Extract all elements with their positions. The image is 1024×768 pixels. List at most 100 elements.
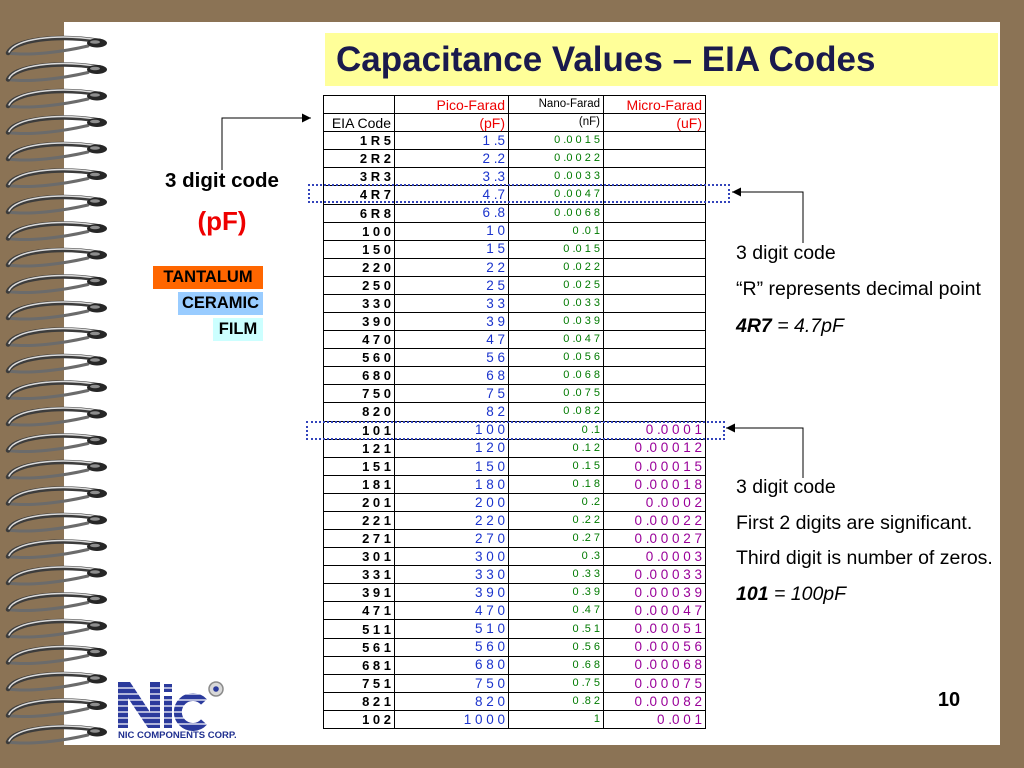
- spiral-binding: [5, 35, 107, 745]
- cell-micro-farad: [604, 186, 706, 205]
- cell-nano-farad: 0 .2 2: [509, 511, 604, 531]
- cell-micro-farad: 0 .0 0 0 1 2: [604, 439, 706, 458]
- example-code: 101: [736, 583, 769, 605]
- cell-pico-farad: 3 9 0: [395, 584, 509, 603]
- spiral-ring: [5, 115, 107, 135]
- cell-micro-farad: 0 .0 0 0 2 7: [604, 530, 706, 549]
- spiral-ring: [5, 512, 107, 533]
- cell-eia-code: 1 R 5: [324, 132, 395, 151]
- capacitor-type-tantalum: TANTALUM: [153, 266, 263, 289]
- cell-micro-farad: 0 .0 0 0 1 8: [604, 475, 706, 494]
- cell-nano-farad: 0 .1 2: [509, 439, 604, 458]
- cell-eia-code: 2 0 1: [324, 493, 395, 512]
- cell-eia-code: 8 2 0: [324, 403, 395, 422]
- cell-eia-code: 2 R 2: [324, 150, 395, 169]
- slide-title-box: Capacitance Values – EIA Codes: [325, 33, 998, 86]
- header-unit-pf: (pF): [395, 114, 509, 133]
- cell-pico-farad: 4 7 0: [395, 602, 509, 621]
- spiral-ring: [5, 698, 107, 718]
- cell-eia-code: 4 7 1: [324, 602, 395, 621]
- cell-pico-farad: 6 8: [395, 367, 509, 386]
- spiral-ring: [5, 671, 107, 692]
- spiral-ring: [5, 141, 107, 162]
- header-unit-uf: (uF): [604, 114, 706, 133]
- cell-micro-farad: 0 .0 0 0 3: [604, 548, 706, 567]
- cell-eia-code: 4 7 0: [324, 331, 395, 350]
- cell-micro-farad: 0 .0 0 1: [604, 710, 706, 729]
- cell-pico-farad: 1 0: [395, 222, 509, 241]
- cell-nano-farad: 0 .0 2 5: [509, 276, 604, 295]
- spiral-ring: [5, 327, 107, 347]
- cell-eia-code: 1 0 0: [324, 222, 395, 241]
- cell-micro-farad: [604, 240, 706, 259]
- spiral-ring: [5, 380, 107, 400]
- cell-pico-farad: 5 6: [395, 349, 509, 368]
- cell-nano-farad: 0 .0 3 9: [509, 313, 604, 332]
- cell-nano-farad: 0 .5 6: [509, 638, 604, 657]
- note-multiplier-example: 101 = 100pF: [736, 582, 846, 606]
- cell-pico-farad: 3 9: [395, 313, 509, 332]
- cell-eia-code: 1 8 1: [324, 475, 395, 494]
- cell-nano-farad: 0 .4 7: [509, 602, 604, 621]
- cell-micro-farad: [604, 367, 706, 386]
- cell-eia-code: 2 5 0: [324, 276, 395, 295]
- cell-pico-farad: 2 7 0: [395, 530, 509, 549]
- cell-eia-code: 1 0 2: [324, 710, 395, 729]
- cell-pico-farad: 1 5: [395, 240, 509, 259]
- header-eia-code: EIA Code: [324, 114, 395, 133]
- cell-eia-code: 2 2 1: [324, 511, 395, 531]
- cell-pico-farad: 2 2: [395, 258, 509, 277]
- highlight-101-row: [306, 421, 725, 440]
- cell-eia-code: 3 9 1: [324, 584, 395, 603]
- cell-nano-farad: 0 .0 0 4 7: [509, 186, 604, 205]
- header-micro-farad: Micro-Farad: [604, 96, 706, 115]
- cell-eia-code: 4 R 7: [324, 186, 395, 205]
- cell-eia-code: 8 2 1: [324, 692, 395, 711]
- cell-nano-farad: 0 .0 4 7: [509, 331, 604, 350]
- cell-micro-farad: 0 .0 0 0 6 8: [604, 656, 706, 675]
- cell-micro-farad: [604, 313, 706, 332]
- nic-logo-text: NIC COMPONENTS CORP.: [118, 730, 237, 741]
- spiral-ring: [5, 565, 107, 586]
- spiral-ring: [5, 459, 107, 480]
- cell-micro-farad: 0 .0 0 0 4 7: [604, 602, 706, 621]
- cell-eia-code: 3 0 1: [324, 548, 395, 567]
- cell-micro-farad: 0 .0 0 0 3 9: [604, 584, 706, 603]
- cell-eia-code: 5 1 1: [324, 620, 395, 639]
- eia-code-table: Pico-Farad Nano-Farad Micro-Farad EIA Co…: [323, 95, 706, 729]
- cell-eia-code: 7 5 1: [324, 674, 395, 693]
- note-decimal-example: 4R7 = 4.7pF: [736, 314, 844, 338]
- cell-nano-farad: 1: [509, 710, 604, 729]
- spiral-ring: [5, 539, 107, 559]
- cell-eia-code: 3 3 1: [324, 566, 395, 585]
- cell-pico-farad: 4 .7: [395, 186, 509, 205]
- cell-nano-farad: 0 .6 8: [509, 656, 604, 675]
- cell-eia-code: 6 8 0: [324, 367, 395, 386]
- page-number: 10: [937, 689, 961, 711]
- cell-nano-farad: 0 .3 3: [509, 566, 604, 585]
- note-decimal-heading: 3 digit code: [736, 242, 836, 264]
- spiral-ring: [5, 62, 107, 82]
- cell-pico-farad: 1 .5: [395, 132, 509, 151]
- cell-nano-farad: 0 .0 3 3: [509, 294, 604, 314]
- cell-pico-farad: 6 .8: [395, 204, 509, 223]
- header-pico-farad: Pico-Farad: [395, 96, 509, 115]
- cell-pico-farad: 2 2 0: [395, 511, 509, 531]
- code-label: 3 digit code: [165, 169, 279, 192]
- cell-nano-farad: 0 .0 1 5: [509, 240, 604, 259]
- cell-nano-farad: 0 .0 2 2: [509, 258, 604, 277]
- cell-micro-farad: 0 .0 0 0 5 1: [604, 620, 706, 639]
- cell-micro-farad: 0 .0 0 0 8 2: [604, 692, 706, 711]
- spiral-ring: [5, 433, 107, 453]
- header-blank-cell: [324, 96, 395, 115]
- cell-pico-farad: 8 2: [395, 403, 509, 422]
- cell-micro-farad: [604, 294, 706, 314]
- cell-nano-farad: 0 .3: [509, 548, 604, 567]
- spiral-ring: [5, 274, 107, 294]
- example-result: = 4.7pF: [777, 315, 844, 337]
- cell-eia-code: 1 2 1: [324, 439, 395, 458]
- cell-pico-farad: 3 3: [395, 294, 509, 314]
- cell-pico-farad: 7 5: [395, 385, 509, 404]
- spiral-ring: [5, 353, 107, 374]
- example-result: = 100pF: [773, 583, 847, 605]
